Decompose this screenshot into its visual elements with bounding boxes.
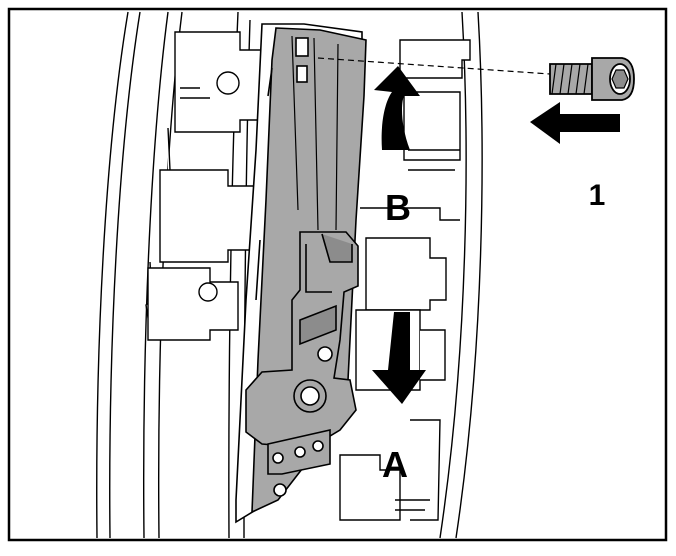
- label-b: B: [385, 187, 411, 228]
- window-slider-carrier: [245, 231, 359, 497]
- callout-1-label: 1: [589, 179, 606, 212]
- left-bracket-blocks: [145, 31, 273, 341]
- socket-head-cap-screw-icon: [549, 57, 635, 101]
- left-arrow-icon: [530, 102, 620, 144]
- screw-guide-line: [317, 57, 551, 75]
- label-a: A: [382, 444, 408, 485]
- curved-up-arrow-icon: [374, 66, 420, 150]
- down-arrow-icon: [372, 312, 426, 404]
